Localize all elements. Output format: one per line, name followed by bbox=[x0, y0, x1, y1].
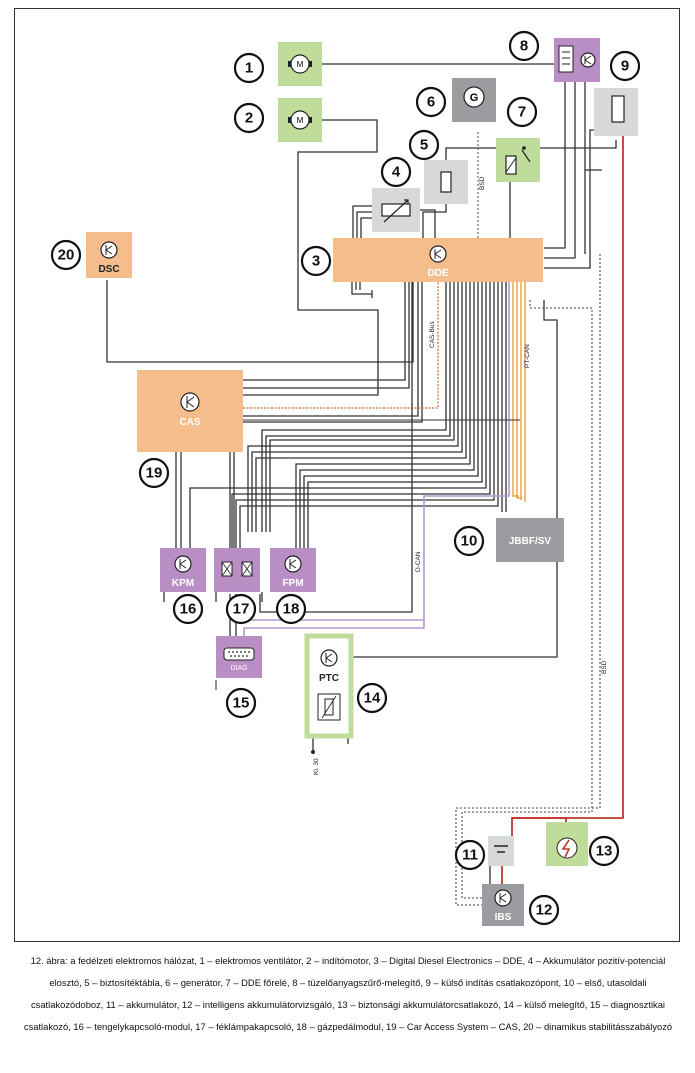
bsd-label-top: BSD bbox=[479, 176, 486, 190]
dde-label: DDE bbox=[427, 268, 448, 279]
callout-3: 3 bbox=[300, 245, 332, 277]
svg-text:17: 17 bbox=[233, 601, 250, 618]
svg-text:18: 18 bbox=[283, 601, 300, 618]
callout-5: 5 bbox=[408, 129, 440, 161]
svg-text:10: 10 bbox=[461, 533, 478, 550]
module-kpm: KPM bbox=[160, 548, 206, 592]
svg-text:16: 16 bbox=[180, 601, 197, 618]
svg-text:11: 11 bbox=[462, 847, 478, 864]
callout-20: 20 bbox=[50, 239, 82, 271]
callout-7: 7 bbox=[506, 96, 538, 128]
module-fuse-box bbox=[424, 160, 468, 204]
svg-text:2: 2 bbox=[245, 110, 253, 127]
kpm-label: KPM bbox=[172, 578, 194, 589]
fpm-label: FPM bbox=[282, 578, 303, 589]
module-dde-main-relay bbox=[496, 138, 540, 182]
figure-caption: 12. ábra: a fedélzeti elektromos hálózat… bbox=[23, 955, 673, 1032]
callout-4: 4 bbox=[380, 156, 412, 188]
generator-label: G bbox=[470, 92, 479, 104]
diag-label: DIAG bbox=[230, 665, 247, 672]
callout-19: 19 bbox=[138, 457, 170, 489]
callout-15: 15 bbox=[225, 687, 257, 719]
cas-label: CAS bbox=[179, 417, 200, 428]
module-dsc: DSC bbox=[86, 232, 132, 278]
kl30-label: Kl. 30 bbox=[313, 758, 320, 775]
svg-text:M: M bbox=[297, 60, 304, 69]
wires bbox=[106, 63, 624, 906]
callout-16: 16 bbox=[172, 593, 204, 625]
pt-can-label: PT-CAN bbox=[524, 344, 531, 368]
svg-text:6: 6 bbox=[427, 94, 435, 111]
callout-11: 11 bbox=[454, 839, 486, 871]
callout-18: 18 bbox=[275, 593, 307, 625]
callout-8: 8 bbox=[508, 30, 540, 62]
svg-text:5: 5 bbox=[420, 137, 428, 154]
module-external-start-point bbox=[594, 88, 638, 136]
svg-text:7: 7 bbox=[518, 104, 526, 121]
svg-text:1: 1 bbox=[245, 60, 253, 77]
callout-9: 9 bbox=[609, 50, 641, 82]
svg-text:9: 9 bbox=[621, 58, 629, 75]
svg-text:12: 12 bbox=[536, 902, 553, 919]
cas-bus-label: CAS-Bus bbox=[429, 321, 436, 348]
callout-2: 2 bbox=[233, 102, 265, 134]
wiring-diagram: M M G bbox=[50, 30, 641, 926]
svg-text:19: 19 bbox=[146, 465, 163, 482]
module-generator: G bbox=[452, 78, 496, 122]
module-electric-fan: M bbox=[278, 42, 322, 86]
svg-text:13: 13 bbox=[596, 843, 613, 860]
svg-text:8: 8 bbox=[520, 38, 528, 55]
svg-text:M: M bbox=[297, 116, 304, 125]
callout-17: 17 bbox=[225, 593, 257, 625]
ptc-label: PTC bbox=[319, 673, 339, 684]
jbbf-label: JBBF/SV bbox=[509, 536, 552, 547]
module-battery-distributor bbox=[372, 188, 420, 232]
module-cas: CAS bbox=[137, 370, 243, 452]
callout-12: 12 bbox=[528, 894, 560, 926]
callout-13: 13 bbox=[588, 835, 620, 867]
diagram-frame bbox=[14, 8, 680, 942]
svg-text:14: 14 bbox=[364, 690, 381, 707]
module-dde: DDE bbox=[333, 238, 543, 282]
module-safety-battery-terminal bbox=[546, 822, 588, 866]
module-diag-connector: DIAG bbox=[215, 636, 262, 690]
callout-10: 10 bbox=[453, 525, 485, 557]
svg-text:4: 4 bbox=[392, 164, 401, 181]
callout-6: 6 bbox=[415, 86, 447, 118]
ibs-label: IBS bbox=[495, 912, 512, 923]
d-can-label: D-CAN bbox=[415, 551, 422, 572]
svg-text:15: 15 bbox=[233, 695, 250, 712]
module-ptc-heater: PTC bbox=[304, 633, 354, 739]
svg-text:20: 20 bbox=[58, 247, 75, 264]
module-ibs: IBS bbox=[482, 884, 524, 926]
svg-text:3: 3 bbox=[312, 253, 320, 270]
callout-14: 14 bbox=[356, 682, 388, 714]
dsc-label: DSC bbox=[98, 264, 119, 275]
module-battery bbox=[488, 836, 514, 866]
number-callouts: 1 2 3 4 5 6 7 8 9 10 11 12 13 14 15 16 1… bbox=[50, 30, 641, 926]
bsd-label-right: BSD bbox=[601, 660, 608, 674]
module-jbbf: JBBF/SV bbox=[496, 518, 564, 562]
module-brake-light-switch bbox=[214, 548, 260, 592]
module-starter-motor: M bbox=[278, 98, 322, 142]
module-fuel-filter-heater bbox=[554, 38, 600, 82]
module-fpm: FPM bbox=[270, 548, 316, 592]
callout-1: 1 bbox=[233, 52, 265, 84]
